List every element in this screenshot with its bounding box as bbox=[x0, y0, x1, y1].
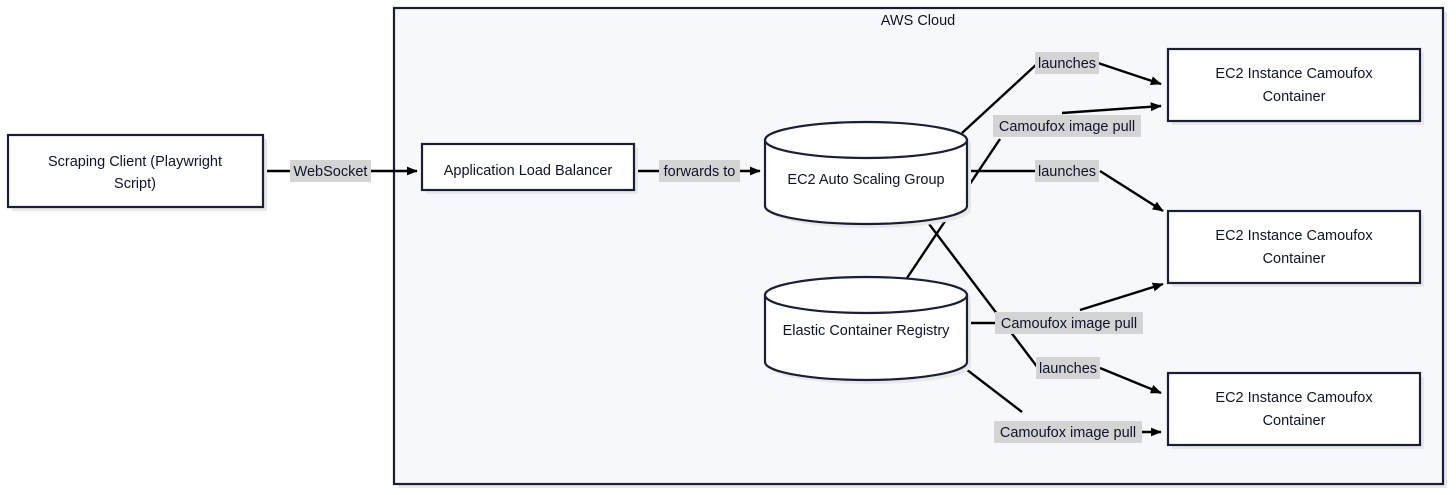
aws-cloud-label: AWS Cloud bbox=[881, 13, 955, 29]
scraping-client-box[interactable] bbox=[6, 133, 265, 209]
ecr-cylinder-top bbox=[763, 275, 969, 315]
image-pull-1-label-bg bbox=[993, 115, 1141, 137]
node-application-load-balancer[interactable]: Application Load Balancer bbox=[420, 142, 638, 194]
edge-imagepull1-to-ec2-1 bbox=[1061, 102, 1162, 115]
edge-labels-layer: WebSocket forwards to launches Camoufox … bbox=[290, 52, 1143, 443]
edge-label-websocket: WebSocket bbox=[290, 160, 371, 182]
edge-label-image-pull-1: Camoufox image pull bbox=[993, 115, 1141, 137]
edge-imagepull2-to-ec2-2 bbox=[1079, 282, 1164, 312]
image-pull-3-label: Camoufox image pull bbox=[1000, 425, 1136, 441]
node-scraping-client[interactable]: Scraping Client (Playwright Script) bbox=[6, 133, 267, 211]
edge-label-launches-1: launches bbox=[1035, 52, 1099, 74]
launches-2-label-bg bbox=[1035, 160, 1099, 182]
ec2-instance-1-label-line2: Container bbox=[1263, 89, 1326, 105]
image-pull-2-label: Camoufox image pull bbox=[1001, 316, 1137, 332]
alb-box[interactable] bbox=[420, 142, 636, 192]
edge-launches1-to-ec2-1 bbox=[1097, 61, 1162, 86]
edge-asg-to-launches1 bbox=[961, 62, 1039, 134]
edge-launches2-to-ec2-2 bbox=[1099, 169, 1164, 213]
node-ec2-instance-2[interactable]: EC2 Instance Camoufox Container bbox=[1166, 209, 1424, 287]
ec2-instance-3-label-line1: EC2 Instance Camoufox bbox=[1215, 390, 1373, 406]
ec2-instance-1-label-line1: EC2 Instance Camoufox bbox=[1215, 66, 1373, 82]
asg-cylinder-body[interactable] bbox=[763, 138, 969, 226]
node-ec2-instance-3[interactable]: EC2 Instance Camoufox Container bbox=[1166, 371, 1424, 449]
websocket-label-bg bbox=[290, 160, 371, 182]
node-ec2-instance-1[interactable]: EC2 Instance Camoufox Container bbox=[1166, 47, 1424, 125]
edge-launches3-to-ec2-3 bbox=[1099, 366, 1162, 395]
ec2-instance-3-label-line2: Container bbox=[1263, 413, 1326, 429]
edge-ecr-to-imagepull3 bbox=[961, 365, 1023, 413]
image-pull-1-label: Camoufox image pull bbox=[999, 119, 1135, 135]
image-pull-3-label-bg bbox=[994, 421, 1142, 443]
node-elastic-container-registry[interactable]: Elastic Container Registry bbox=[763, 275, 971, 384]
edge-label-image-pull-3: Camoufox image pull bbox=[994, 421, 1142, 443]
ec2-instance-2-label-line2: Container bbox=[1263, 251, 1326, 267]
launches-1-label-bg bbox=[1035, 52, 1099, 74]
ecr-cylinder-body[interactable] bbox=[763, 293, 969, 382]
ec2-instance-3-box[interactable] bbox=[1166, 371, 1422, 447]
node-ec2-auto-scaling-group[interactable]: EC2 Auto Scaling Group bbox=[763, 120, 971, 228]
scraping-client-label-line1: Scraping Client (Playwright bbox=[48, 154, 222, 170]
alb-label: Application Load Balancer bbox=[444, 163, 613, 179]
edges-layer bbox=[263, 61, 1164, 437]
edge-label-forwards-to: forwards to bbox=[659, 160, 740, 182]
edge-label-launches-2: launches bbox=[1035, 160, 1099, 182]
ecr-label: Elastic Container Registry bbox=[783, 323, 951, 339]
ec2-instance-2-box[interactable] bbox=[1166, 209, 1422, 285]
ec2-instance-2-label-line1: EC2 Instance Camoufox bbox=[1215, 228, 1373, 244]
ec2-instance-1-box[interactable] bbox=[1166, 47, 1422, 123]
launches-3-label-bg bbox=[1036, 357, 1100, 379]
launches-2-label: launches bbox=[1038, 164, 1096, 180]
edge-label-launches-3: launches bbox=[1036, 357, 1100, 379]
asg-label: EC2 Auto Scaling Group bbox=[787, 172, 944, 188]
edge-asg-to-launches3 bbox=[919, 211, 1039, 369]
image-pull-2-label-bg bbox=[995, 312, 1143, 334]
edge-label-image-pull-2: Camoufox image pull bbox=[995, 312, 1143, 334]
websocket-label: WebSocket bbox=[294, 164, 368, 180]
launches-1-label: launches bbox=[1038, 56, 1096, 72]
forwards-to-label: forwards to bbox=[664, 164, 736, 180]
launches-3-label: launches bbox=[1039, 361, 1097, 377]
scraping-client-label-line2: Script) bbox=[114, 176, 156, 192]
asg-cylinder-top bbox=[763, 120, 969, 160]
forwards-to-label-bg bbox=[659, 160, 740, 182]
